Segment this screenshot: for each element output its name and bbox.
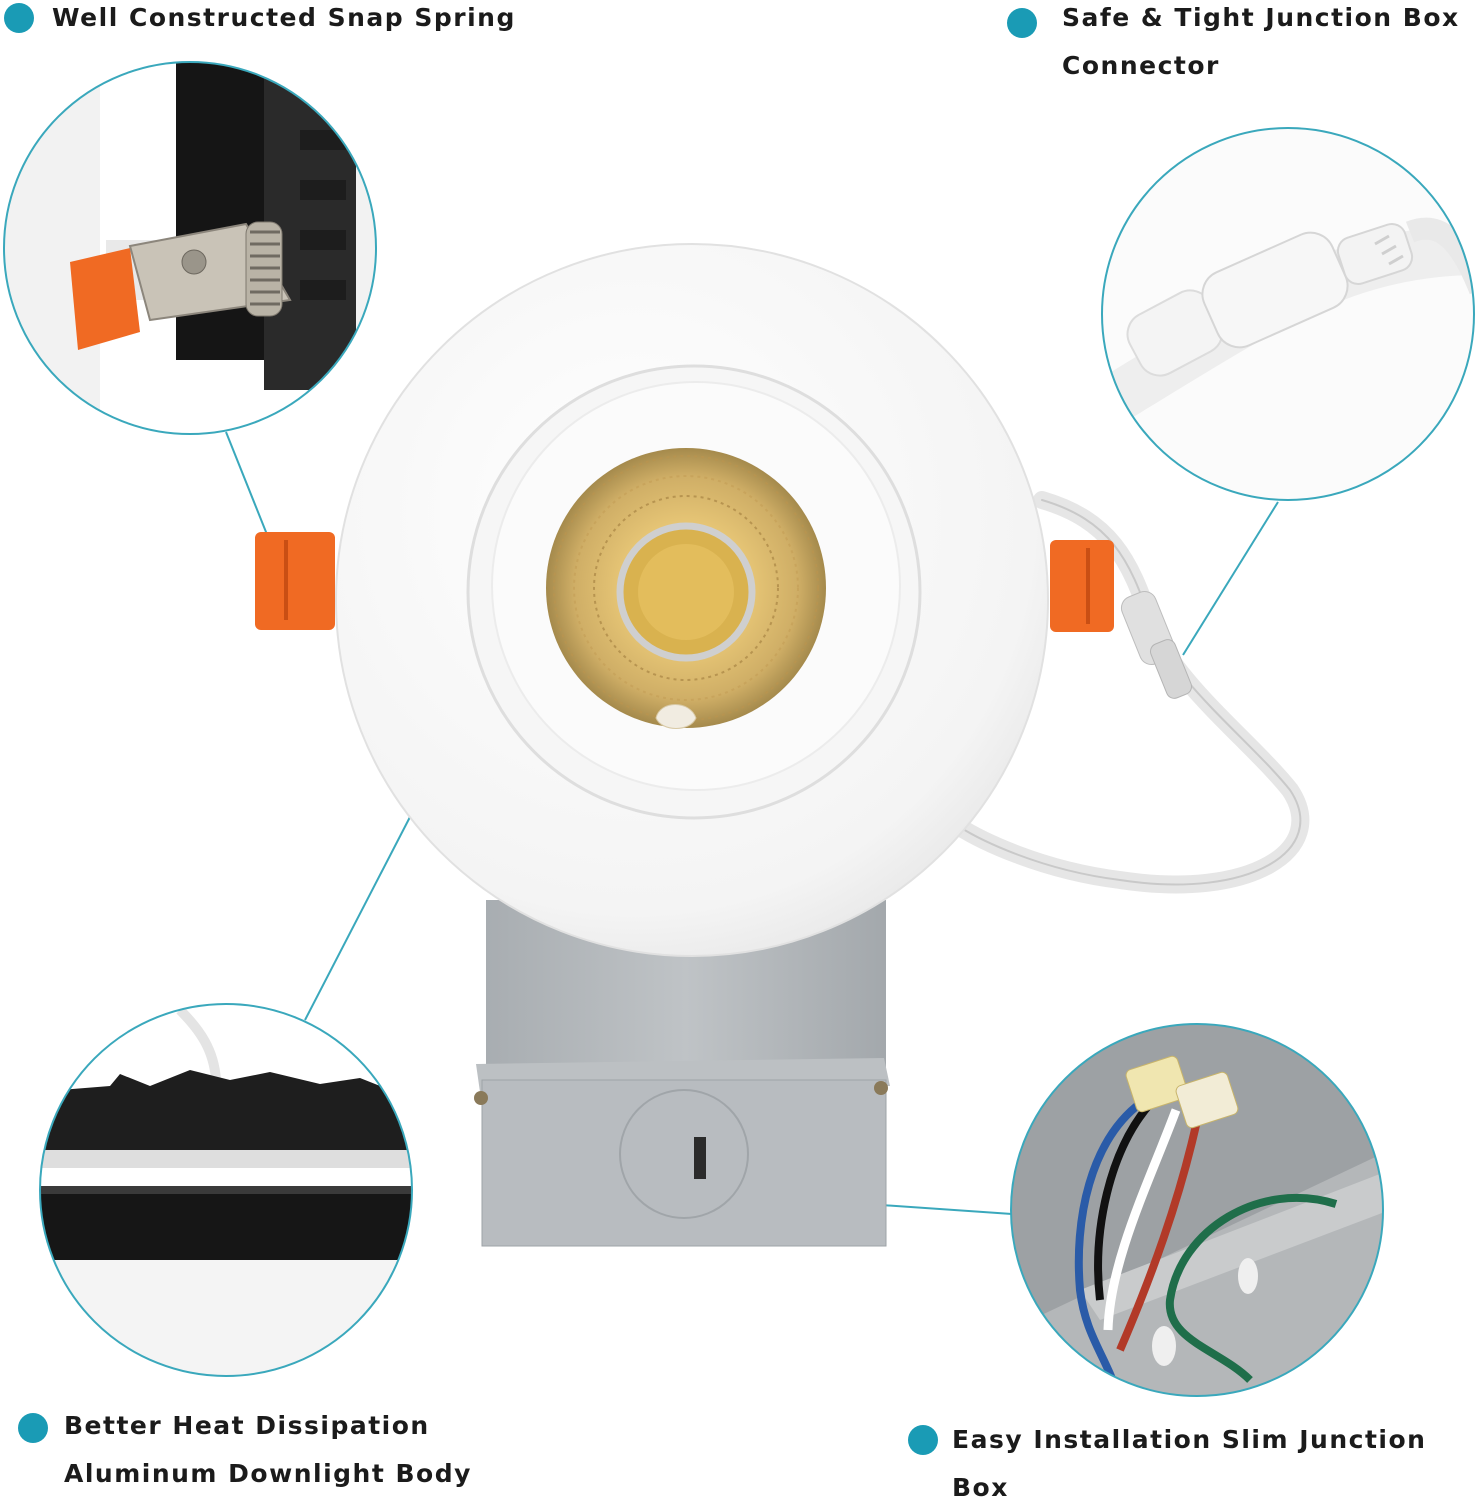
power-cable bbox=[949, 491, 1310, 894]
inline-connector bbox=[1120, 590, 1193, 699]
bullet-dot-icon bbox=[4, 3, 34, 33]
feature-text: Easy Installation Slim Junction Box bbox=[952, 1425, 1427, 1502]
connector-closeup bbox=[1101, 127, 1475, 501]
led-reflector bbox=[546, 448, 826, 729]
feature-label-junction-connector: Safe & Tight Junction Box Connector bbox=[1007, 0, 1460, 90]
bullet-dot-icon bbox=[1007, 8, 1037, 38]
junction-box-wiring-closeup bbox=[1010, 1023, 1384, 1397]
bullet-dot-icon bbox=[18, 1413, 48, 1443]
junction-box bbox=[474, 900, 890, 1247]
feature-text: Better Heat Dissipation bbox=[64, 1411, 430, 1440]
feature-label-heat-dissipation: Better Heat Dissipation Aluminum Downlig… bbox=[18, 1402, 472, 1498]
feature-text: Safe & Tight Junction Box bbox=[1062, 3, 1460, 32]
heatsink-closeup bbox=[39, 1003, 413, 1377]
feature-label-slim-junction-box: Easy Installation Slim Junction Box bbox=[908, 1416, 1478, 1512]
bullet-dot-icon bbox=[908, 1425, 938, 1455]
feature-text: Well Constructed Snap Spring bbox=[52, 3, 516, 32]
spring-clips bbox=[255, 532, 1114, 632]
spring-closeup bbox=[3, 61, 377, 435]
feature-text: Connector bbox=[1062, 51, 1220, 80]
feature-label-snap-spring: Well Constructed Snap Spring bbox=[4, 0, 516, 42]
feature-text: Aluminum Downlight Body bbox=[64, 1459, 472, 1488]
